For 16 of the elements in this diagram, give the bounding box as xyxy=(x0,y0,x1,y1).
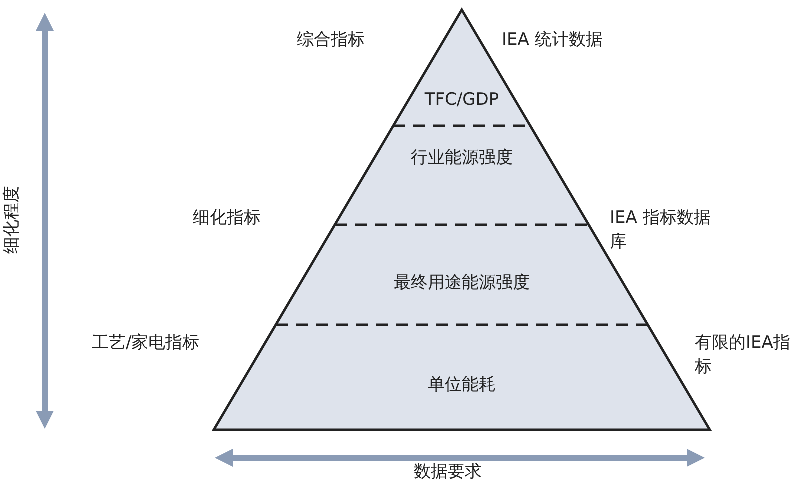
tier-label: 单位能耗 xyxy=(427,374,497,396)
axis-label: 细化程度 xyxy=(1,186,23,254)
side-label: IEA 统计数据 xyxy=(502,29,603,52)
pyramid-tier xyxy=(276,225,648,325)
pyramid-tier xyxy=(214,325,710,430)
tier-label: TFC/GDP xyxy=(424,90,500,110)
side-label: 有限的IEA指标 xyxy=(695,332,792,379)
side-label: IEA 指标数据库 xyxy=(610,207,712,254)
pyramid-tier xyxy=(394,10,530,126)
pyramid-tier xyxy=(335,126,589,225)
side-label: 综合指标 xyxy=(297,29,365,52)
tier-label: 最终用途能源强度 xyxy=(393,272,531,294)
tier-label: 行业能源强度 xyxy=(410,147,514,169)
side-label: 工艺/家电指标 xyxy=(92,332,200,355)
axis-label: 数据要求 xyxy=(414,461,482,483)
side-label: 细化指标 xyxy=(193,207,261,230)
